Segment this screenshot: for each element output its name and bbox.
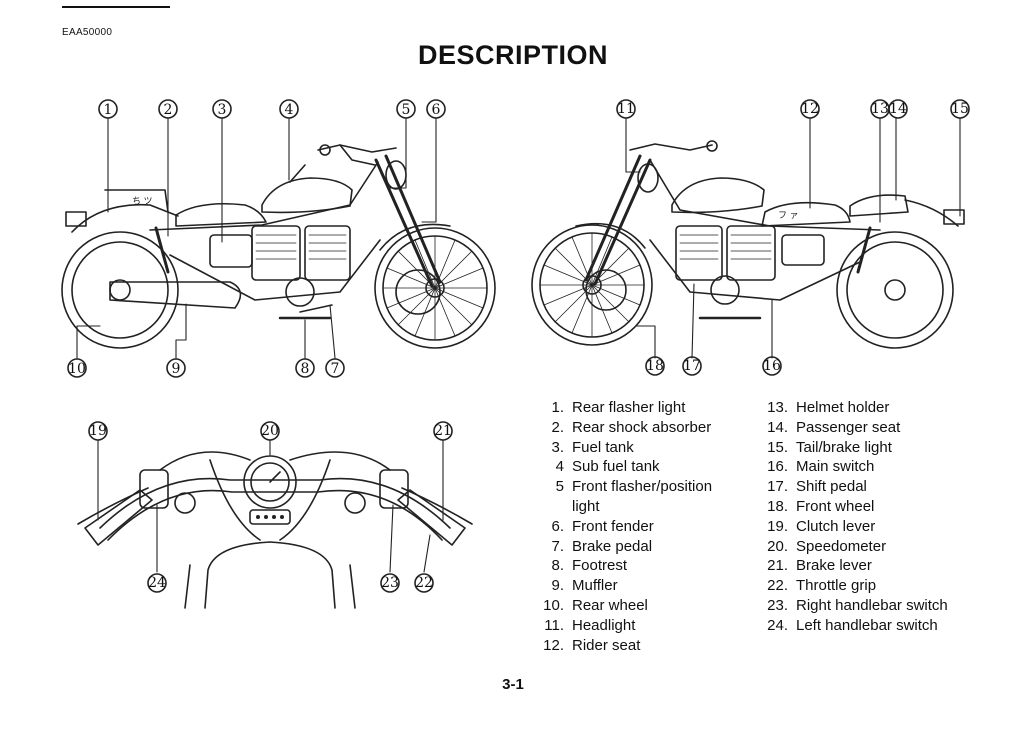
legend-item: light bbox=[572, 497, 600, 515]
legend-item: 14.Passenger seat bbox=[767, 418, 901, 436]
legend-item: 19.Clutch lever bbox=[767, 517, 876, 535]
callout-12: 12 bbox=[800, 99, 820, 119]
legend-item: 17.Shift pedal bbox=[767, 478, 867, 496]
left-side-view: ち ツ bbox=[61, 117, 496, 359]
svg-text:21: 21 bbox=[434, 423, 452, 439]
legend-item: 8.Footrest bbox=[551, 557, 628, 575]
legend-right-column: 13.Helmet holder 14.Passenger seat 15.Ta… bbox=[760, 398, 948, 636]
svg-text:23: 23 bbox=[381, 575, 399, 591]
callout-19: 19 bbox=[88, 421, 108, 441]
callout-22: 22 bbox=[414, 573, 434, 593]
svg-text:3: 3 bbox=[218, 102, 227, 118]
legend-item: 12.Rider seat bbox=[543, 636, 641, 654]
svg-text:20: 20 bbox=[261, 423, 279, 439]
svg-text:14: 14 bbox=[889, 101, 907, 117]
callout-7: 7 bbox=[325, 358, 345, 378]
svg-text:22: 22 bbox=[415, 575, 433, 591]
rear-wheel-right-view bbox=[836, 231, 954, 349]
callout-23: 23 bbox=[380, 573, 400, 593]
header-rule bbox=[62, 6, 170, 8]
front-wheel-left-view bbox=[374, 227, 496, 349]
legend-item: 22.Throttle grip bbox=[767, 577, 877, 595]
callout-20: 20 bbox=[260, 421, 280, 441]
svg-text:24: 24 bbox=[148, 575, 166, 591]
svg-text:フ ァ: フ ァ bbox=[778, 210, 799, 220]
right-side-view: フ ァ bbox=[531, 117, 965, 359]
callout-4: 4 bbox=[279, 99, 299, 119]
callout-11: 11 bbox=[616, 99, 636, 119]
svg-text:9: 9 bbox=[172, 361, 181, 377]
svg-text:2: 2 bbox=[164, 102, 173, 118]
svg-text:8: 8 bbox=[301, 361, 310, 377]
callout-14: 14 bbox=[888, 99, 908, 119]
legend-item: 11.Headlight bbox=[544, 616, 636, 634]
legend-item: 10.Rear wheel bbox=[543, 596, 648, 614]
legend-item: 16.Main switch bbox=[767, 458, 875, 476]
legend-item: 20.Speedometer bbox=[767, 537, 887, 555]
svg-text:10: 10 bbox=[68, 361, 86, 377]
svg-text:6: 6 bbox=[432, 102, 441, 118]
callout-24: 24 bbox=[147, 573, 167, 593]
svg-text:1: 1 bbox=[104, 102, 113, 118]
svg-text:4: 4 bbox=[285, 102, 294, 118]
svg-text:5: 5 bbox=[402, 102, 411, 118]
legend-item: 18.Front wheel bbox=[767, 497, 875, 515]
callout-10: 10 bbox=[67, 358, 87, 378]
page-title: DESCRIPTION bbox=[417, 40, 609, 70]
legend-item: 23.Right handlebar switch bbox=[767, 596, 948, 614]
legend-item: 7.Brake pedal bbox=[551, 537, 653, 555]
svg-text:12: 12 bbox=[801, 101, 819, 117]
svg-text:ち ツ: ち ツ bbox=[132, 196, 153, 206]
handlebar-view bbox=[77, 439, 473, 609]
callout-5: 5 bbox=[396, 99, 416, 119]
svg-text:16: 16 bbox=[763, 358, 781, 374]
legend-item: 9.Muffler bbox=[551, 577, 618, 595]
document-code: EAA50000 bbox=[62, 27, 113, 38]
svg-text:7: 7 bbox=[331, 361, 340, 377]
legend-left-column: 1.Rear flasher light 2.Rear shock absorb… bbox=[536, 398, 712, 655]
legend-item: 13.Helmet holder bbox=[767, 399, 890, 416]
callout-16: 16 bbox=[762, 356, 782, 376]
svg-text:13: 13 bbox=[871, 101, 889, 117]
legend-item: 15.Tail/brake light bbox=[767, 438, 892, 456]
legend-item: 21.Brake lever bbox=[767, 557, 872, 575]
legend-item: 2.Rear shock absorber bbox=[551, 418, 712, 436]
callout-markers: 1 2 3 4 5 6 7 8 9 10 11 12 13 14 15 16 1… bbox=[67, 99, 970, 593]
callout-2: 2 bbox=[158, 99, 178, 119]
callout-18: 18 bbox=[645, 356, 665, 376]
callout-13: 13 bbox=[870, 99, 890, 119]
callout-6: 6 bbox=[426, 99, 446, 119]
callout-3: 3 bbox=[212, 99, 232, 119]
legend-item: 24.Left handlebar switch bbox=[767, 616, 938, 634]
svg-text:15: 15 bbox=[951, 101, 969, 117]
callout-15: 15 bbox=[950, 99, 970, 119]
callout-1: 1 bbox=[98, 99, 118, 119]
callout-17: 17 bbox=[682, 356, 702, 376]
legend-item: 3.Fuel tank bbox=[551, 438, 634, 456]
callout-9: 9 bbox=[166, 358, 186, 378]
legend-item: 1.Rear flasher light bbox=[551, 399, 686, 416]
svg-text:11: 11 bbox=[617, 101, 635, 117]
svg-text:17: 17 bbox=[683, 358, 701, 374]
callout-21: 21 bbox=[433, 421, 453, 441]
callout-8: 8 bbox=[295, 358, 315, 378]
svg-text:18: 18 bbox=[646, 358, 664, 374]
front-wheel-right-view bbox=[531, 224, 653, 346]
page-number: 3-1 bbox=[502, 676, 524, 693]
svg-text:19: 19 bbox=[89, 423, 107, 439]
legend-item: 6.Front fender bbox=[551, 517, 654, 535]
